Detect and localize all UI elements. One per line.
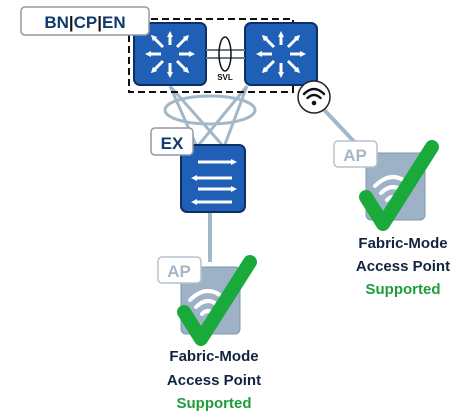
ap-badge-left-label: AP [167,262,191,281]
port-channel-ring [163,94,257,126]
checkmark-icon [177,255,257,346]
role-badge: BN|CP|EN [20,6,150,36]
role-en: EN [102,13,126,32]
ap-badge-right-label: AP [343,146,367,165]
role-sep: | [69,13,74,32]
caption-right: Fabric-Mode Access Point Supported [356,235,450,298]
svl-label: SVL [217,73,233,82]
caption-bottom-status: Supported [177,395,252,412]
caption-bottom-line1: Fabric-Mode [169,348,258,365]
core-switch-arrows [256,31,306,78]
core-switch-arrows [145,31,195,78]
role-cp: CP [74,13,98,32]
core-switch-left[interactable] [133,22,207,86]
access-switch-arrows [191,159,237,205]
access-switch[interactable] [180,144,246,213]
ap-badge-left: AP [157,256,202,284]
role-bn: BN [44,13,69,32]
caption-bottom: Fabric-Mode Access Point Supported [167,348,261,412]
caption-right-line2: Access Point [356,258,450,275]
core-switch-right[interactable] [244,22,318,86]
caption-right-status: Supported [366,281,441,298]
wifi-icon [297,80,331,114]
caption-bottom-line2: Access Point [167,372,261,389]
svl-link: SVL [206,36,245,82]
port-channel-links [168,85,249,148]
role-sep: | [97,13,102,32]
core-switch-icon [244,22,318,86]
checkmark-icon [359,140,439,231]
ex-badge: EX [150,127,194,156]
svg-text:BN|CP|EN: BN|CP|EN [44,13,125,32]
ex-badge-label: EX [161,134,184,153]
caption-right-line1: Fabric-Mode [358,235,447,252]
ap-badge-right: AP [333,140,378,168]
